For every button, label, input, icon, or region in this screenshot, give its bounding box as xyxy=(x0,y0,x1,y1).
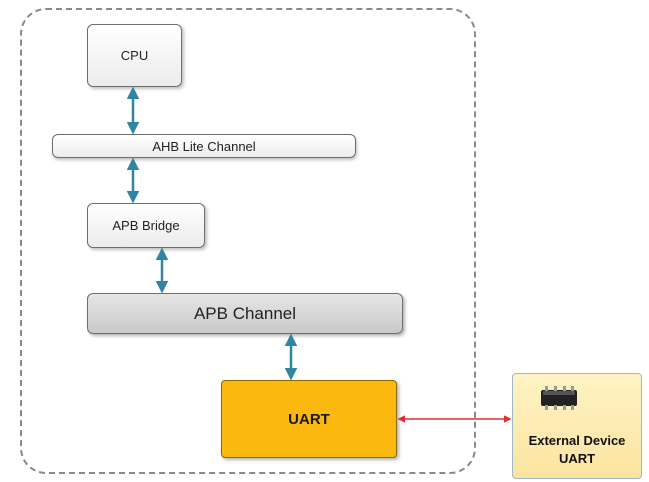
apb-bridge-block: APB Bridge xyxy=(87,203,205,248)
apb-channel-label: APB Channel xyxy=(193,303,297,323)
uart-label: UART xyxy=(288,410,330,428)
external-device-label-line1: External Device xyxy=(528,433,626,448)
ahb-label: AHB Lite Channel xyxy=(152,138,256,154)
external-device-block: External Device UART xyxy=(512,373,642,479)
system-boundary xyxy=(20,8,476,474)
external-device-label-line2: UART xyxy=(558,451,596,466)
ahb-lite-channel-block: AHB Lite Channel xyxy=(52,134,356,158)
apb-bridge-label: APB Bridge xyxy=(112,218,180,233)
cpu-label: CPU xyxy=(120,48,149,63)
ic-chip-icon xyxy=(541,386,577,410)
uart-block: UART xyxy=(221,380,397,458)
apb-channel-block: APB Channel xyxy=(87,293,403,334)
